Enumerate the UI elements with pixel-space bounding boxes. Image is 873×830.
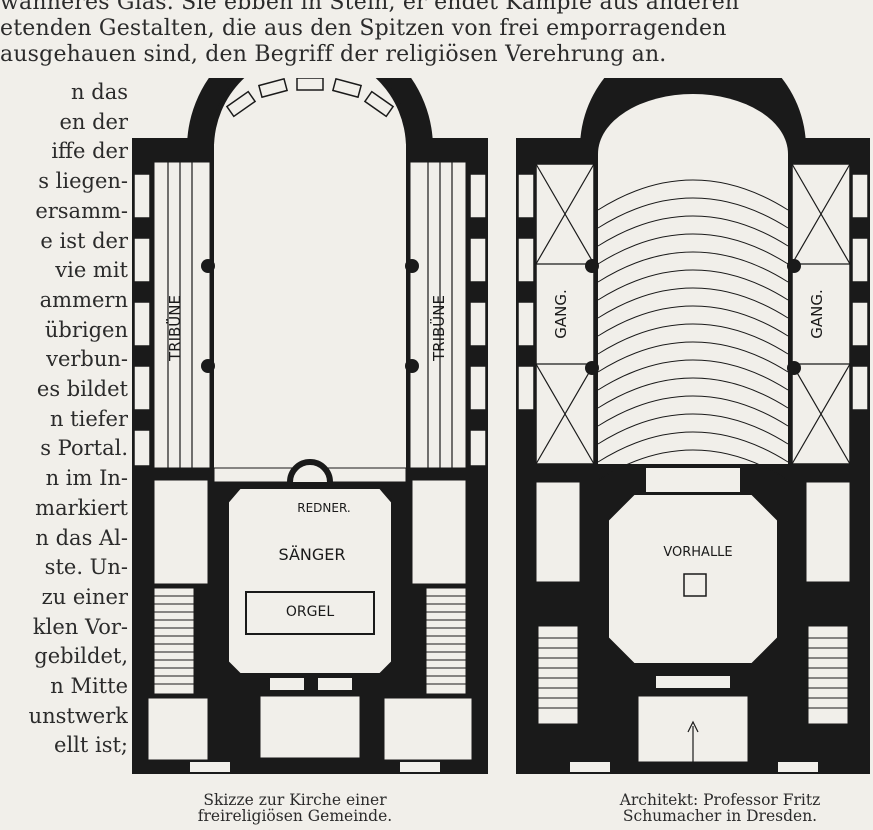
column-line: ellt ist; xyxy=(54,733,128,758)
floor-plan-left: TRIBÜNE TRIBÜNE REDNER. SÄNGER ORGEL xyxy=(132,78,488,774)
column-line: gebildet, xyxy=(34,644,128,669)
column-line: en der xyxy=(59,109,128,134)
column-line: n im In- xyxy=(45,466,128,491)
column-line: e ist der xyxy=(40,228,128,253)
column-line: verbun- xyxy=(46,347,128,372)
label-orgel: ORGEL xyxy=(286,604,334,620)
label-redner: REDNER. xyxy=(297,501,350,515)
label-vorhalle: VORHALLE xyxy=(663,545,732,560)
body-text-line-3: ausgehauen sind, den Begriff der religiö… xyxy=(0,42,667,67)
label-saenger: SÄNGER xyxy=(279,545,346,564)
column-line: n tiefer xyxy=(49,406,128,431)
column-line: n Mitte xyxy=(50,674,128,698)
column-line: ersamm- xyxy=(35,198,128,223)
label-gang-right: GANG. xyxy=(808,289,826,339)
column-line: n das Al- xyxy=(35,525,128,550)
caption-right-line-1: Architekt: Professor Fritz xyxy=(619,791,821,809)
column-line: markiert xyxy=(35,495,128,520)
column-line: klen Vor- xyxy=(32,614,128,639)
column-line: zu einer xyxy=(41,584,128,609)
column-line: ammern xyxy=(39,287,128,312)
body-text-line-1: wanneres Glas. Sie ebben in Stein, er en… xyxy=(0,0,740,15)
column-line: unstwerk xyxy=(28,703,128,728)
column-line: übrigen xyxy=(44,317,128,342)
body-text-line-2: etenden Gestalten, die aus den Spitzen v… xyxy=(0,16,727,41)
caption-right: Architekt: Professor Fritz Schumacher in… xyxy=(570,792,870,824)
column-line: es bildet xyxy=(36,377,128,401)
label-tribune-right: TRIBÜNE xyxy=(429,295,448,362)
column-line: vie mit xyxy=(55,258,128,283)
caption-left-line-2: freireligiösen Gemeinde. xyxy=(197,807,393,825)
caption-right-line-2: Schumacher in Dresden. xyxy=(622,807,818,825)
column-line: iffe der xyxy=(51,139,128,164)
column-line: s Portal. xyxy=(40,436,128,461)
caption-left-line-1: Skizze zur Kirche einer xyxy=(203,791,387,809)
floor-plan-right: GANG. GANG. VORHALLE xyxy=(516,78,870,774)
column-line: s liegen- xyxy=(38,169,128,194)
label-tribune-left: TRIBÜNE xyxy=(165,295,184,362)
label-gang-left: GANG. xyxy=(552,289,570,339)
caption-left: Skizze zur Kirche einer freireligiösen G… xyxy=(150,792,440,824)
column-line: ste. Un- xyxy=(44,555,128,580)
left-text-column: n das en der iffe der s liegen-ersamm-e ist… xyxy=(0,78,128,818)
column-line: n das xyxy=(71,80,128,104)
